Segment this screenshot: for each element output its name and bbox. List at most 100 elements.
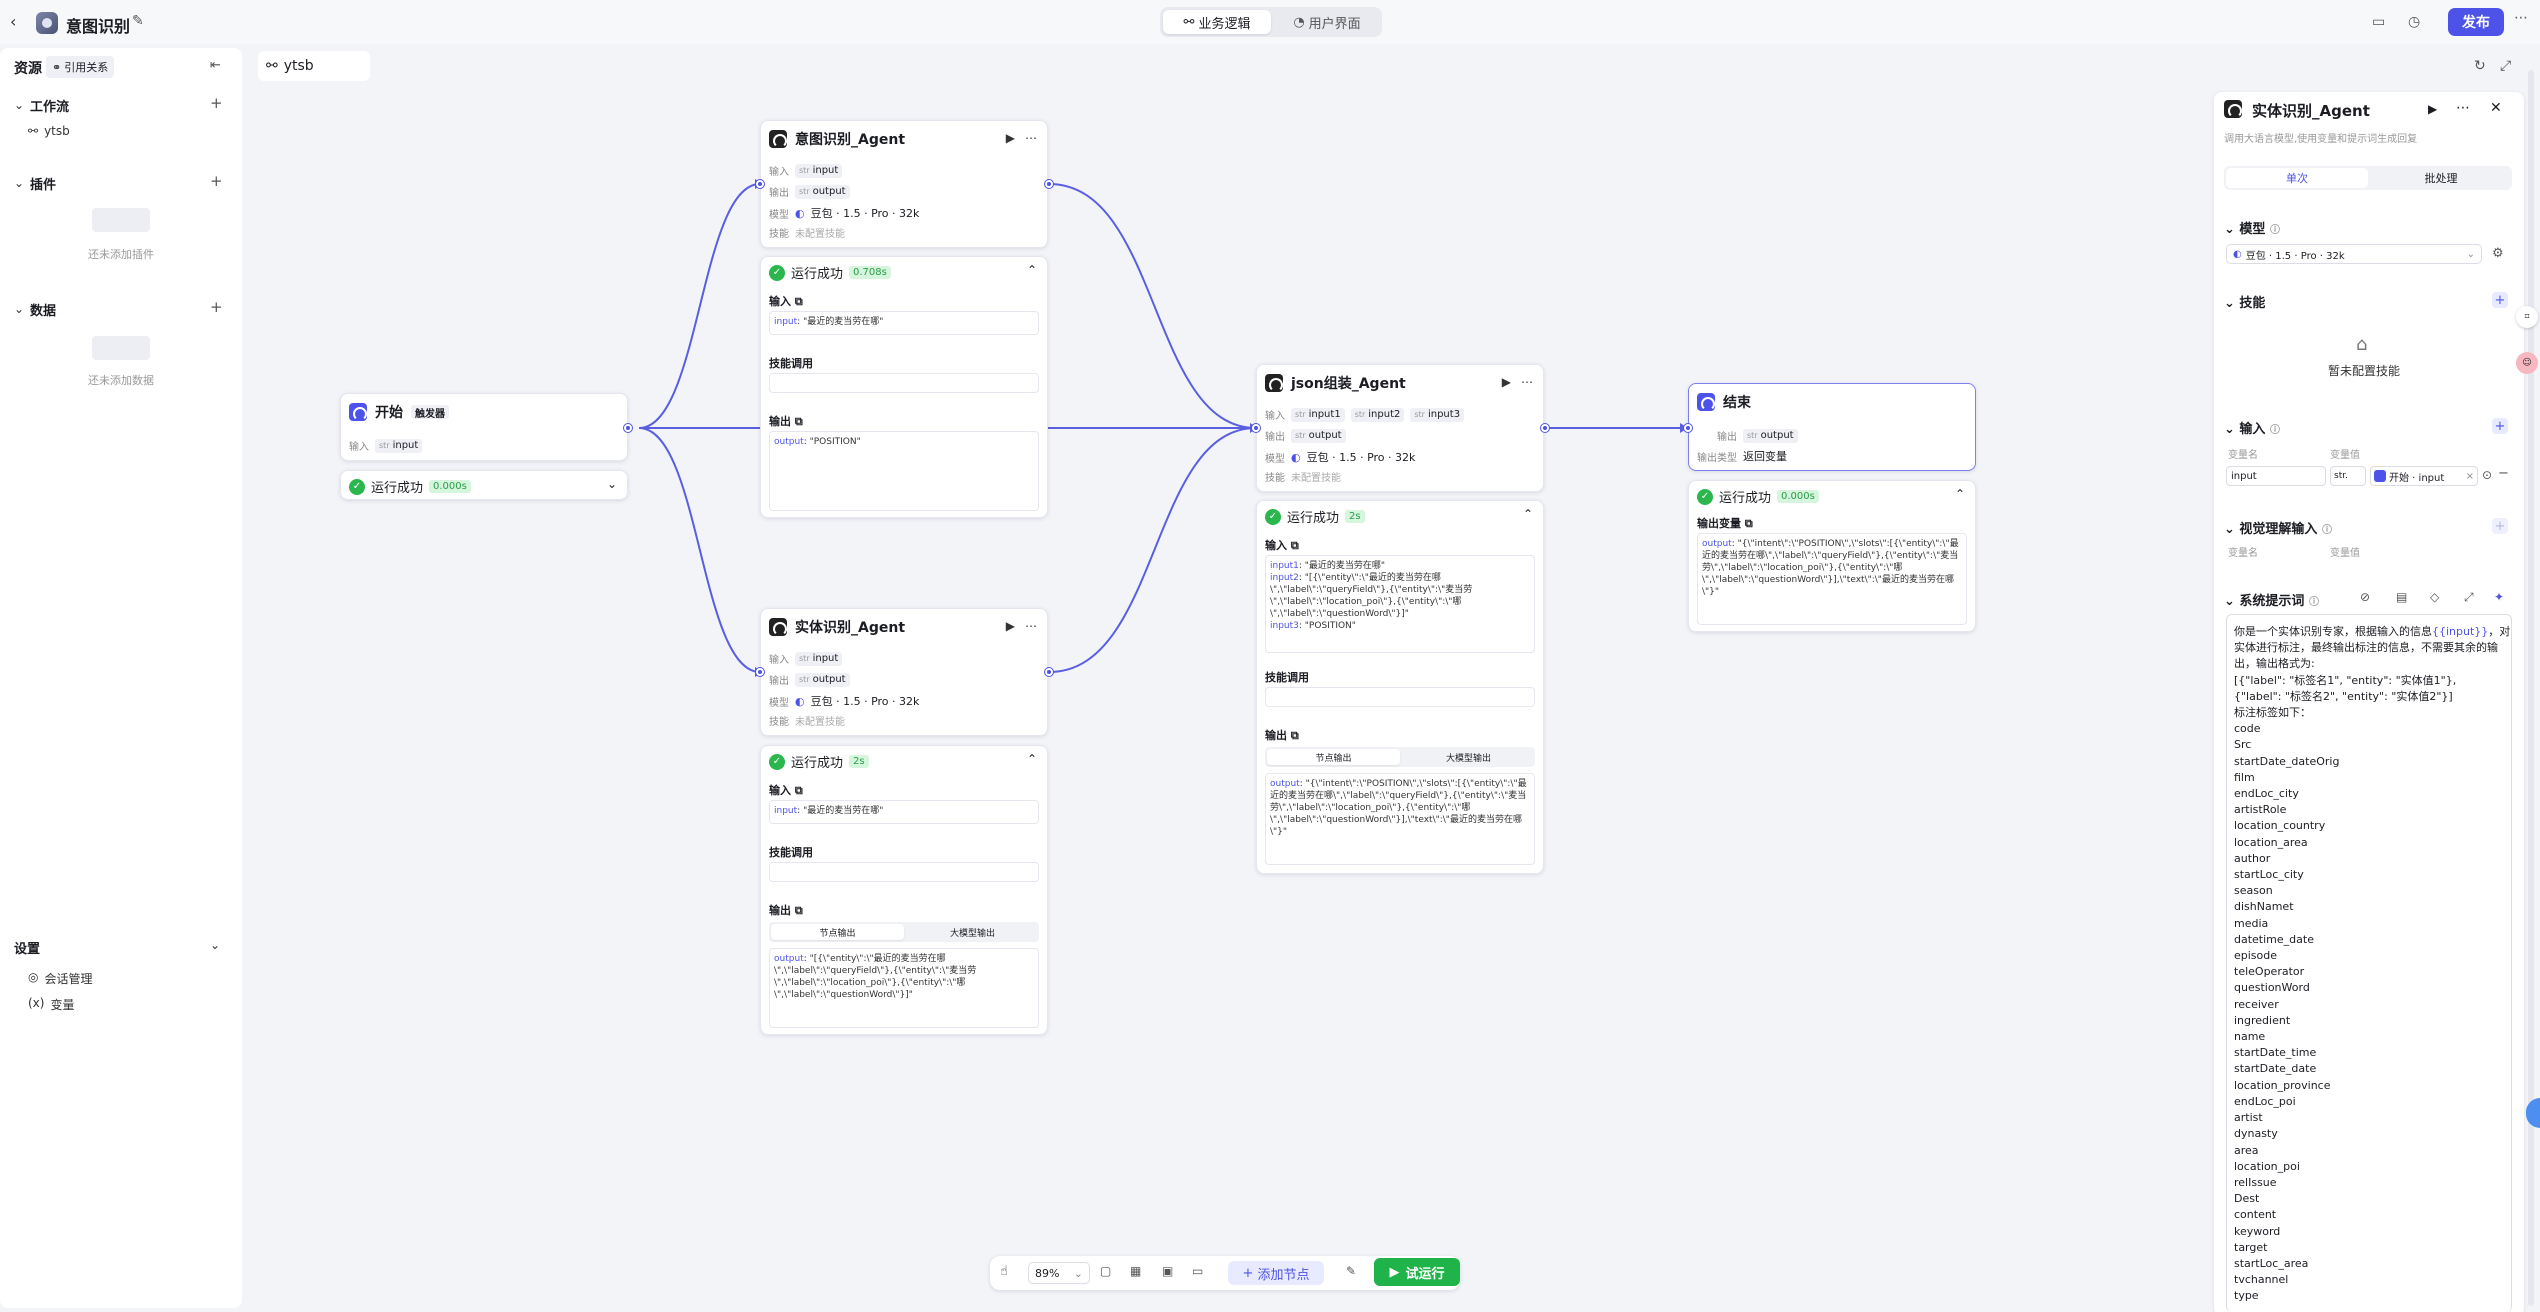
zoom-select[interactable]: 89%⌄ xyxy=(1028,1262,1090,1284)
prompt-section-title[interactable]: ⌄ 系统提示词 ⓘ xyxy=(2224,594,2319,609)
collapse-icon[interactable]: ⇤ xyxy=(210,58,221,73)
refresh-icon[interactable]: ↻ xyxy=(2474,58,2486,74)
prompt-template-icon[interactable]: ⊘ xyxy=(2360,590,2371,604)
input-section-title[interactable]: ⌄ 输入 ⓘ xyxy=(2224,422,2280,437)
chevron-down-icon[interactable]: ⌄ xyxy=(14,302,25,316)
chevron-down-icon[interactable]: ⌄ xyxy=(606,477,617,491)
tab-node-output[interactable]: 节点输出 xyxy=(1267,749,1400,765)
tab-business-logic[interactable]: ⚯业务逻辑 xyxy=(1163,10,1271,34)
test-run-button[interactable]: ▶试运行 xyxy=(1374,1258,1460,1286)
input-var-name[interactable]: input xyxy=(2226,466,2326,486)
copy-icon[interactable]: ⧉ xyxy=(1290,539,1299,552)
ai-optimize-icon[interactable]: ✦ xyxy=(2494,590,2505,604)
canvas-tab-ytsb[interactable]: ⚯ytsb xyxy=(258,51,370,81)
feedback-tab[interactable] xyxy=(2526,1098,2540,1128)
more-icon[interactable]: ⋯ xyxy=(1025,131,1037,145)
workflow-item-ytsb[interactable]: ⚯ytsb xyxy=(28,124,70,138)
add-node-button[interactable]: +添加节点 xyxy=(1228,1261,1324,1285)
entity-output-port[interactable] xyxy=(1045,668,1053,676)
copy-icon[interactable]: ⧉ xyxy=(794,784,803,797)
tab-user-interface[interactable]: ◔用户界面 xyxy=(1275,10,1379,34)
chevron-down-icon[interactable]: ⌄ xyxy=(14,98,25,112)
play-icon[interactable]: ▶ xyxy=(1005,131,1015,145)
copy-icon[interactable]: ⧉ xyxy=(794,904,803,917)
pointer-mode-icon[interactable]: ☝ xyxy=(1000,1264,1008,1279)
intent-input-port[interactable] xyxy=(756,180,764,188)
chevron-up-icon[interactable]: ⌃ xyxy=(1026,263,1037,277)
chevron-up-icon[interactable]: ⌃ xyxy=(1026,752,1037,766)
tab-batch[interactable]: 批处理 xyxy=(2424,172,2458,185)
expand-icon[interactable]: ⤢ xyxy=(2500,58,2512,74)
avatar[interactable]: ☺ xyxy=(2516,352,2538,374)
back-icon[interactable]: ‹ xyxy=(10,12,17,31)
remove-input-icon[interactable]: − xyxy=(2498,466,2509,481)
json-output-port[interactable] xyxy=(1541,424,1549,432)
edit-icon[interactable]: ✎ xyxy=(132,13,144,29)
settings-item-variables[interactable]: (x)变量 xyxy=(28,996,74,1013)
tab-single[interactable]: 单次 xyxy=(2226,168,2368,188)
model-select[interactable]: ◐豆包 · 1.5 · Pro · 32k⌄ xyxy=(2226,244,2482,264)
layout-icon[interactable]: ▭ xyxy=(1192,1264,1204,1278)
debug-icon[interactable]: ✎ xyxy=(1346,1264,1357,1278)
minimap-icon[interactable]: ▦ xyxy=(1130,1264,1142,1278)
more-icon[interactable]: ⋯ xyxy=(2514,10,2528,26)
add-workflow-icon[interactable]: + xyxy=(210,94,223,112)
copy-icon[interactable]: ⧉ xyxy=(1744,517,1753,530)
add-input-button[interactable]: + xyxy=(2492,418,2508,434)
copy-icon[interactable]: ⧉ xyxy=(794,295,803,308)
settings-icon[interactable]: ⊙ xyxy=(2482,468,2493,482)
copy-icon[interactable]: ⧉ xyxy=(1290,729,1299,742)
image-icon[interactable]: ▣ xyxy=(1162,1264,1174,1278)
end-input-port[interactable] xyxy=(1684,424,1692,432)
chevron-down-icon[interactable]: ⌄ xyxy=(14,176,25,190)
model-settings-icon[interactable]: ⚙ xyxy=(2492,246,2504,261)
comment-icon[interactable]: ▢ xyxy=(1100,1264,1112,1278)
add-plugin-icon[interactable]: + xyxy=(210,172,223,190)
more-icon[interactable]: ⋯ xyxy=(2456,100,2470,116)
intent-output-port[interactable] xyxy=(1045,180,1053,188)
input-ref-field[interactable]: 开始 · input× xyxy=(2370,466,2478,486)
skill-section-title[interactable]: ⌄ 技能 xyxy=(2224,296,2266,311)
floating-helper-icon[interactable]: ⌗ xyxy=(2516,306,2538,328)
panel-scrollbar[interactable] xyxy=(2528,70,2534,1306)
add-data-icon[interactable]: + xyxy=(210,298,223,316)
prompt-tag-icon[interactable]: ◇ xyxy=(2430,590,2440,604)
chevron-up-icon[interactable]: ⌃ xyxy=(1954,487,1965,501)
tab-node-output[interactable]: 节点输出 xyxy=(771,924,904,940)
more-icon[interactable]: ⋯ xyxy=(1521,375,1533,389)
system-prompt-editor[interactable] xyxy=(2226,614,2512,1312)
vision-section-title[interactable]: ⌄ 视觉理解输入 ⓘ xyxy=(2224,522,2332,537)
json-input-port[interactable] xyxy=(1252,424,1260,432)
tab-llm-output[interactable]: 大模型输出 xyxy=(1445,753,1491,764)
play-icon[interactable]: ▶ xyxy=(2428,102,2438,116)
model-section-title[interactable]: ⌄ 模型 ⓘ xyxy=(2224,222,2280,237)
reference-button[interactable]: ⚭引用关系 xyxy=(46,56,115,78)
chevron-down-icon[interactable]: ⌄ xyxy=(210,938,221,952)
expand-icon[interactable]: ⤢ xyxy=(2464,590,2474,604)
layout-icon[interactable]: ▭ xyxy=(2372,14,2386,30)
add-skill-button[interactable]: + xyxy=(2492,292,2508,308)
more-icon[interactable]: ⋯ xyxy=(1025,619,1037,633)
settings-item-conversation[interactable]: ◎会话管理 xyxy=(28,970,93,987)
close-icon[interactable]: × xyxy=(2465,470,2474,482)
add-vision-input-button[interactable]: + xyxy=(2492,518,2508,534)
prompt-library-icon[interactable]: ▤ xyxy=(2396,590,2408,604)
play-icon[interactable]: ▶ xyxy=(1501,375,1511,389)
chevron-up-icon[interactable]: ⌃ xyxy=(1522,507,1533,521)
tab-llm-output[interactable]: 大模型输出 xyxy=(949,928,995,939)
close-icon[interactable]: ✕ xyxy=(2490,100,2502,116)
publish-button[interactable]: 发布 xyxy=(2448,8,2504,36)
input-type-select[interactable]: str. xyxy=(2330,466,2366,486)
start-output-port[interactable] xyxy=(624,424,632,432)
copy-icon[interactable]: ⧉ xyxy=(794,415,803,428)
entity-input-port[interactable] xyxy=(756,668,764,676)
